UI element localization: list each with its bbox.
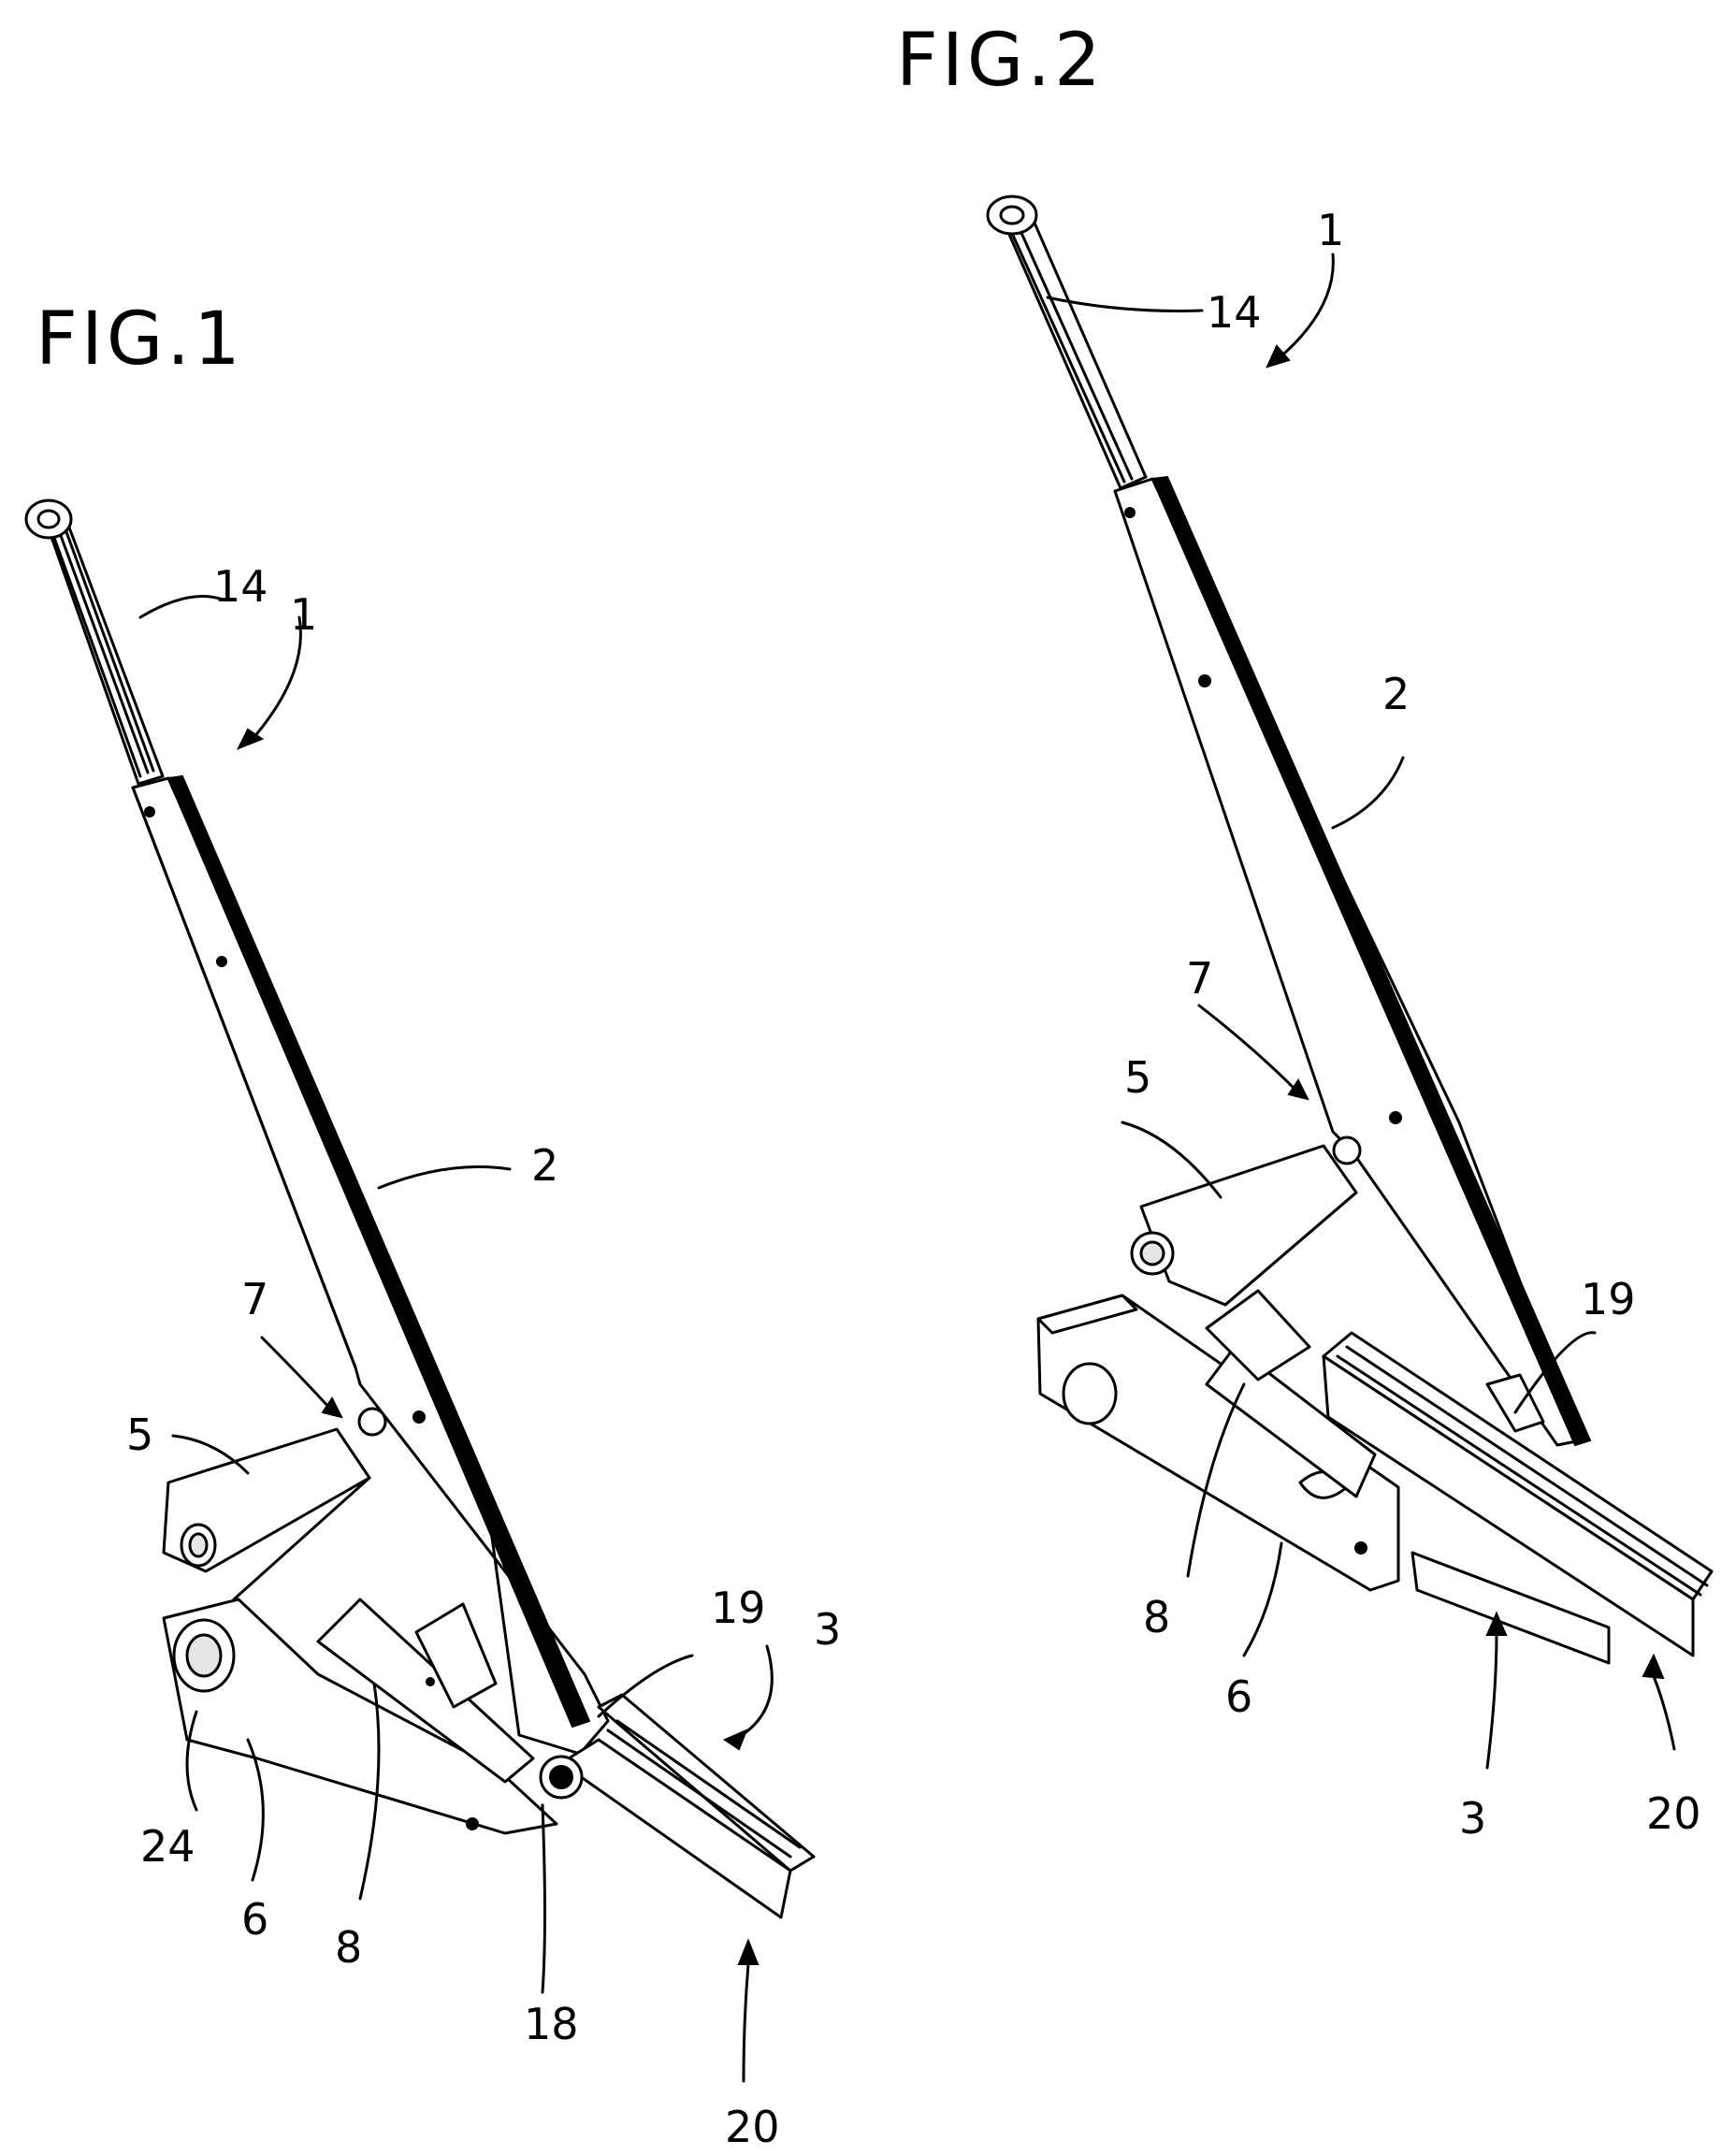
fig2-base-frame [1036,1294,1400,1592]
fig1-reference-numerals: 14 1 2 7 5 19 3 24 6 8 18 20 [126,561,841,2152]
fig1-ref-1: 1 [290,589,317,640]
fig1-ref-20: 20 [725,2102,780,2152]
fig1-ref-8: 8 [335,1922,362,1973]
fig1-ref-2: 2 [531,1140,558,1191]
fig1-cylinder [316,1598,535,1784]
fig1-ref-7: 7 [241,1274,268,1324]
fig1-upper-bracket [162,1427,371,1601]
fig1-ref-3: 3 [814,1604,841,1655]
fig2-ref-2: 2 [1382,669,1410,719]
fig2-ref-1: 1 [1317,205,1344,255]
fig2-ref-5: 5 [1124,1052,1151,1103]
fig2-drawing: 14 1 2 7 5 19 8 6 3 20 [986,195,1714,1844]
fig1-ref-18: 18 [524,1999,579,2049]
fig2-upper-bracket [1130,1144,1358,1307]
fig2-telescopic-rod [986,195,1148,490]
fig1-main-arm [131,774,610,1756]
fig2-reference-numerals: 14 1 2 7 5 19 8 6 3 20 [1124,205,1701,1844]
fig2-ref-14: 14 [1207,287,1262,338]
fig2-ref-7: 7 [1186,953,1213,1004]
fig1-ref-6: 6 [241,1894,268,1945]
fig2-cylinder [1205,1289,1377,1498]
fig1-drawing: 14 1 2 7 5 19 3 24 6 8 18 20 [24,499,841,2152]
fig2-rail [1322,1331,1714,1665]
fig2-main-arm [1113,475,1592,1447]
fig2-ref-19: 19 [1581,1274,1636,1324]
fig1-ref-24: 24 [140,1821,195,1872]
fig2-ref-3: 3 [1459,1793,1486,1844]
fig1-leader-lines [138,595,774,2083]
fig1-base-frame [162,1598,558,1835]
fig2-ref-6: 6 [1225,1671,1252,1722]
fig1-rail [539,1693,816,1919]
fig1-ref-14: 14 [213,561,268,612]
fig2-leader-lines [1046,253,1676,1770]
fig1-ref-19: 19 [711,1583,766,1633]
fig1-telescopic-rod [24,499,165,786]
fig1-title: FIG.1 [36,297,244,382]
fig2-ref-8: 8 [1143,1592,1170,1642]
fig1-ref-5: 5 [126,1410,153,1460]
fig2-ref-20: 20 [1646,1788,1701,1839]
fig2-title: FIG.2 [896,19,1105,103]
